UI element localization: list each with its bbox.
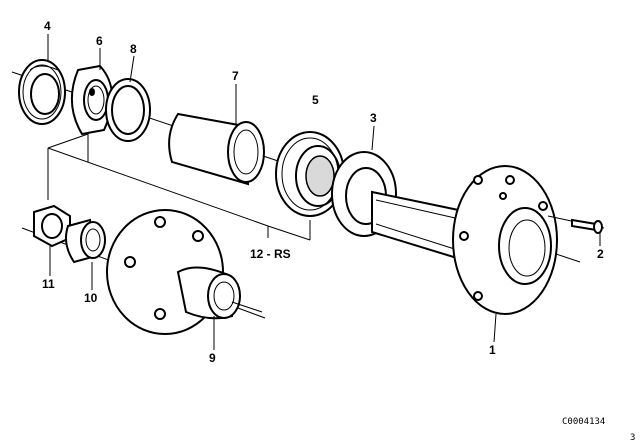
bracket-12-rs [47, 133, 311, 241]
part-8-ring[interactable] [105, 78, 151, 142]
part-1-drive-flange[interactable] [371, 165, 558, 315]
callout-3: 3 [370, 111, 377, 125]
callout-4: 4 [44, 19, 51, 33]
part-2-bolt[interactable] [547, 215, 605, 234]
part-11-hex-nut[interactable] [33, 204, 71, 248]
part-4-shaft-seal[interactable] [18, 59, 66, 125]
diagram-code: C0004134 [562, 417, 605, 427]
callout-2: 2 [597, 247, 604, 261]
part-9-output-flange[interactable] [106, 209, 263, 335]
part-6-bearing-ring[interactable] [70, 64, 114, 136]
callout-8: 8 [130, 42, 137, 56]
callout-11: 11 [42, 277, 55, 291]
callout-9: 9 [209, 351, 216, 365]
leader-lines [47, 34, 601, 350]
callout-12-rs: 12 - RS [250, 247, 291, 261]
part-7-spacer-sleeve[interactable] [168, 112, 265, 186]
callout-5: 5 [312, 93, 319, 107]
callout-1: 1 [489, 343, 496, 357]
part-10-threaded-collar[interactable] [65, 218, 106, 264]
callout-7: 7 [232, 69, 239, 83]
page-mark: 3 [630, 433, 635, 443]
callout-10: 10 [84, 291, 98, 305]
callout-6: 6 [96, 34, 103, 48]
